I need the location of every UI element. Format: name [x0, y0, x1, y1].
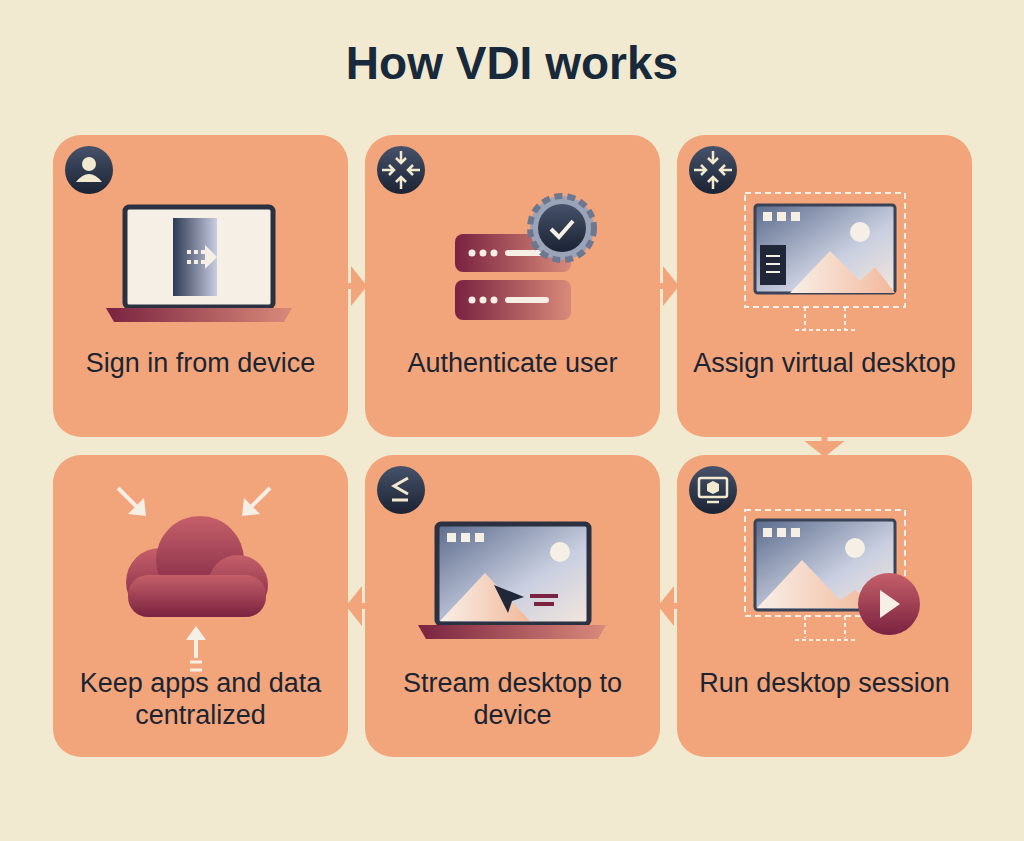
laptop-door-illustration [106, 207, 292, 322]
cloud-illustration [118, 488, 270, 670]
flow-connector [805, 437, 845, 457]
flow-connector [658, 586, 677, 626]
step-icons [65, 146, 737, 514]
server-illustration [455, 196, 594, 320]
flow-connector [348, 266, 367, 306]
step-tile: Authenticate user [365, 135, 660, 437]
diagram-title: How VDI works [0, 36, 1024, 90]
step-tile: Keep apps and data centralized [53, 455, 348, 757]
monitor-illustration [745, 193, 905, 330]
step-tile: Stream desktop to device [365, 455, 660, 757]
flow-connector [346, 586, 365, 626]
step-tile: Assign virtual desktop [677, 135, 972, 437]
step-tile: Run desktop session [677, 455, 972, 757]
flow-connector [660, 266, 679, 306]
step-label: Assign virtual desktop [689, 347, 960, 379]
monitor-play-illustration [745, 510, 920, 640]
step-label: Authenticate user [377, 347, 648, 379]
step-label: Sign in from device [65, 347, 336, 379]
step-label: Stream desktop to device [377, 667, 648, 731]
laptop-stream-illustration [418, 524, 606, 639]
step-tile: Sign in from device [53, 135, 348, 437]
step-label: Run desktop session [689, 667, 960, 699]
tile-grounds [53, 135, 972, 757]
step-label: Keep apps and data centralized [65, 667, 336, 731]
